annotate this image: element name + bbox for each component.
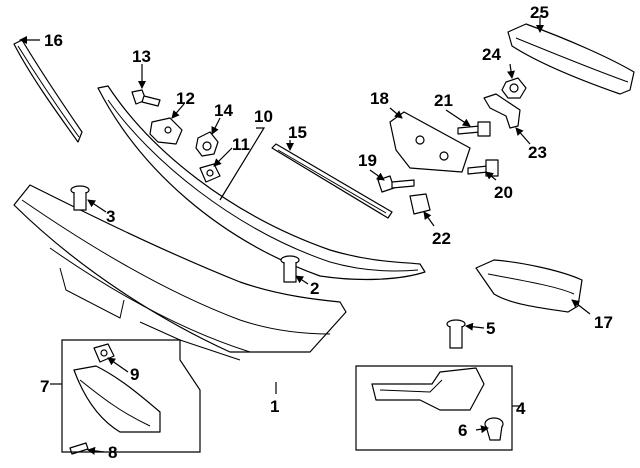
callout-10: 10 — [254, 107, 273, 126]
callout-18: 18 — [370, 89, 389, 108]
part-11-bracket — [199, 163, 221, 183]
part-6-nut — [484, 417, 504, 441]
part-4-bezel — [371, 367, 485, 411]
callout-8: 8 — [108, 443, 117, 462]
callout-24: 24 — [482, 45, 501, 64]
part-17-grille — [475, 259, 583, 313]
callout-21: 21 — [434, 91, 453, 110]
callout-11: 11 — [232, 135, 250, 154]
callout-22: 22 — [432, 229, 451, 248]
callout-1: 1 — [270, 397, 279, 416]
callout-2: 2 — [310, 279, 319, 298]
part-2-fastener — [280, 255, 300, 283]
part-7-lower-bracket — [73, 365, 161, 433]
part-15-strip — [271, 143, 393, 219]
part-21-bolt — [457, 121, 491, 137]
callout-17: 17 — [594, 313, 613, 332]
callout-12: 12 — [176, 89, 195, 108]
callout-5: 5 — [486, 319, 495, 338]
part-3-fastener — [70, 185, 90, 211]
part-18-bracket — [389, 111, 471, 173]
callout-box-7 — [61, 339, 201, 453]
upper-reinforcement — [97, 85, 426, 281]
callout-25: 25 — [530, 3, 549, 22]
part-20-bolt — [467, 159, 499, 177]
callout-20: 20 — [494, 183, 513, 202]
callout-3: 3 — [106, 207, 115, 226]
part-9-clip — [93, 343, 115, 363]
part-13-bolt — [131, 89, 161, 107]
callout-15: 15 — [288, 123, 307, 142]
callout-4: 4 — [516, 399, 526, 418]
callout-6: 6 — [458, 421, 467, 440]
callout-19: 19 — [358, 151, 377, 170]
part-25-upper-bracket — [507, 23, 635, 95]
part-24-nut — [501, 77, 527, 99]
part-23-bracket — [483, 93, 521, 129]
callout-7: 7 — [40, 377, 49, 396]
callout-14: 14 — [214, 101, 233, 120]
part-1-bumper-cover — [13, 184, 347, 361]
callout-9: 9 — [130, 365, 139, 384]
part-5-fastener — [446, 319, 466, 349]
leader-lines — [19, 16, 591, 455]
part-22-clip — [409, 193, 431, 215]
part-16-molding-strip — [13, 39, 83, 143]
part-12-bracket — [149, 117, 183, 145]
callout-box-4 — [355, 365, 513, 451]
callout-13: 13 — [132, 47, 151, 66]
part-19-bolt — [377, 175, 415, 193]
part-14-nut — [195, 131, 219, 157]
callout-16: 16 — [44, 31, 63, 50]
callout-23: 23 — [528, 143, 547, 162]
callout-labels: 1 2 3 4 5 6 7 8 9 10 11 12 13 14 15 16 1… — [40, 3, 613, 462]
